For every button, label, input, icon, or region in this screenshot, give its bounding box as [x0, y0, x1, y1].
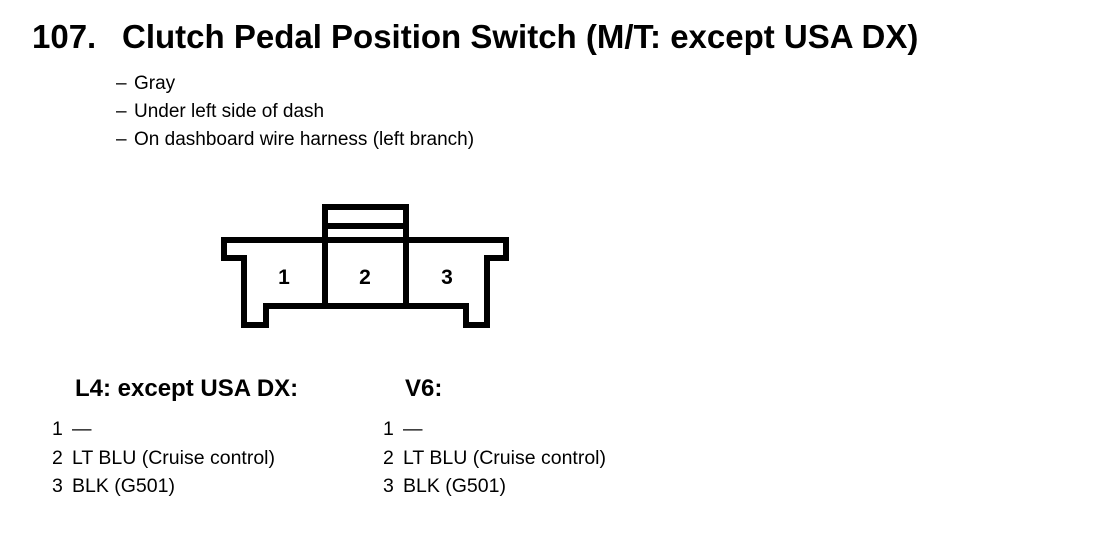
- wire-label: BLK (G501): [403, 475, 506, 497]
- pinout-row: 2 LT BLU (Cruise control): [383, 444, 606, 473]
- wire-label: —: [403, 418, 423, 440]
- connector-latch-tab: [322, 204, 409, 306]
- pinout-row: 3 BLK (G501): [52, 472, 298, 501]
- note-dash: –: [116, 101, 127, 122]
- pin-number: 3: [383, 475, 394, 497]
- pin-number: 1: [52, 418, 63, 440]
- note-text: On dashboard wire harness (left branch): [134, 129, 475, 150]
- pinout-row: 3 BLK (G501): [383, 472, 606, 501]
- pinout-row: 1 —: [52, 415, 298, 444]
- pin-number: 2: [52, 446, 63, 469]
- pin-cell-label-1: 1: [278, 266, 290, 289]
- pin-cell-label-2: 2: [359, 266, 371, 289]
- note-text: Under left side of dash: [134, 101, 325, 122]
- pin-number: 1: [383, 418, 394, 440]
- pin-cell-label-3: 3: [441, 266, 453, 289]
- note-item: – Gray: [116, 70, 474, 98]
- pinout-l4-heading: L4: except USA DX:: [75, 375, 299, 402]
- note-item: – Under left side of dash: [116, 98, 474, 126]
- wire-label: —: [72, 418, 92, 440]
- wire-label: BLK (G501): [72, 475, 175, 497]
- note-dash: –: [116, 129, 127, 150]
- note-item: – On dashboard wire harness (left branch…: [116, 126, 474, 154]
- pinout-l4-rows: 1 — 2 LT BLU (Cruise control) 3 BLK (G50…: [52, 415, 298, 501]
- pinout-v6-rows: 1 — 2 LT BLU (Cruise control) 3 BLK (G50…: [383, 415, 606, 501]
- wire-label: LT BLU (Cruise control): [403, 446, 607, 469]
- pinout-l4: L4: except USA DX: 1 — 2 LT BLU (Cruise …: [52, 374, 298, 501]
- pinout-v6-heading: V6:: [405, 375, 443, 402]
- section-number: 107.: [32, 18, 97, 55]
- pinout-row: 1 —: [383, 415, 606, 444]
- page-title: Clutch Pedal Position Switch (M/T: excep…: [122, 18, 919, 55]
- wire-label: LT BLU (Cruise control): [72, 446, 276, 469]
- connector-outline: [221, 237, 509, 328]
- note-dash: –: [116, 73, 127, 94]
- pinout-row: 2 LT BLU (Cruise control): [52, 444, 298, 473]
- section-title-row: 107. Clutch Pedal Position Switch (M/T: …: [32, 17, 918, 57]
- pin-number: 2: [383, 446, 394, 469]
- note-text: Gray: [134, 73, 176, 94]
- connector-notes-list: – Gray – Under left side of dash – On da…: [116, 70, 474, 154]
- pin-number: 3: [52, 475, 63, 497]
- pinout-v6: V6: 1 — 2 LT BLU (Cruise control) 3 BLK …: [383, 374, 606, 501]
